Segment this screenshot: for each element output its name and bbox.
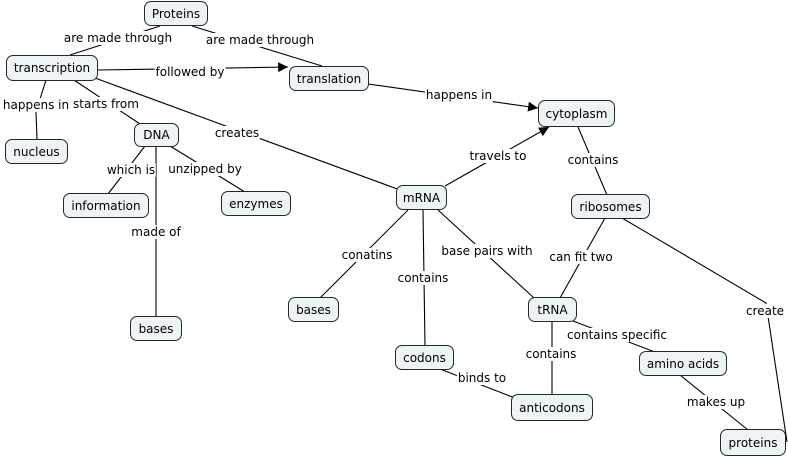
node-bases-mid[interactable]: bases [288,297,339,322]
node-trna[interactable]: tRNA [528,297,577,322]
link-label-followed-by: followed by [154,65,226,79]
node-proteins-bottom[interactable]: proteins [720,429,786,456]
link-label-unzipped-by: unzipped by [167,162,243,176]
link-label-contains: contains [396,271,450,285]
link-label-binds-to: binds to [456,371,508,385]
node-nucleus[interactable]: nucleus [5,139,68,164]
link-label-travels-to: travels to [468,149,528,163]
link-label-are-made-through: are made through [204,33,316,47]
link-label-can-fit-two: can fit two [548,250,614,264]
edge-ribosomes-proteins [621,217,788,443]
link-label-makes-up: makes up [685,395,747,409]
edge-transcription-nucleus [35,79,47,141]
node-enzymes[interactable]: enzymes [221,191,291,216]
node-mrna[interactable]: mRNA [396,185,447,210]
link-label-are-made-through: are made through [62,31,174,45]
node-anticodons[interactable]: anticodons [511,394,593,421]
node-translation[interactable]: translation [289,66,369,91]
link-label-happens-in: happens in [424,88,494,102]
node-bases-left[interactable]: bases [130,316,182,341]
node-proteins-top[interactable]: Proteins [144,1,208,26]
link-label-which-is: which is [105,163,157,177]
link-label-starts-from: starts from [72,97,140,111]
node-ribosomes[interactable]: ribosomes [571,194,650,219]
node-cytoplasm[interactable]: cytoplasm [538,100,615,127]
node-amino-acids[interactable]: amino acids [639,351,727,376]
link-label-contains-specific: contains specific [566,328,668,342]
link-label-made-of: made of [130,225,182,239]
node-transcription[interactable]: transcription [6,55,98,81]
link-label-contains: contains [566,153,620,167]
link-label-creates: creates [213,126,261,140]
node-dna[interactable]: DNA [134,123,179,147]
node-codons[interactable]: codons [395,345,454,370]
link-label-base-pairs-with: base pairs with [440,244,534,258]
link-label-contains: contains [524,347,578,361]
link-label-happens-in: happens in [1,98,71,112]
node-information[interactable]: information [63,193,149,218]
link-label-conatins: conatins [340,248,394,262]
link-label-create: create [744,304,786,318]
